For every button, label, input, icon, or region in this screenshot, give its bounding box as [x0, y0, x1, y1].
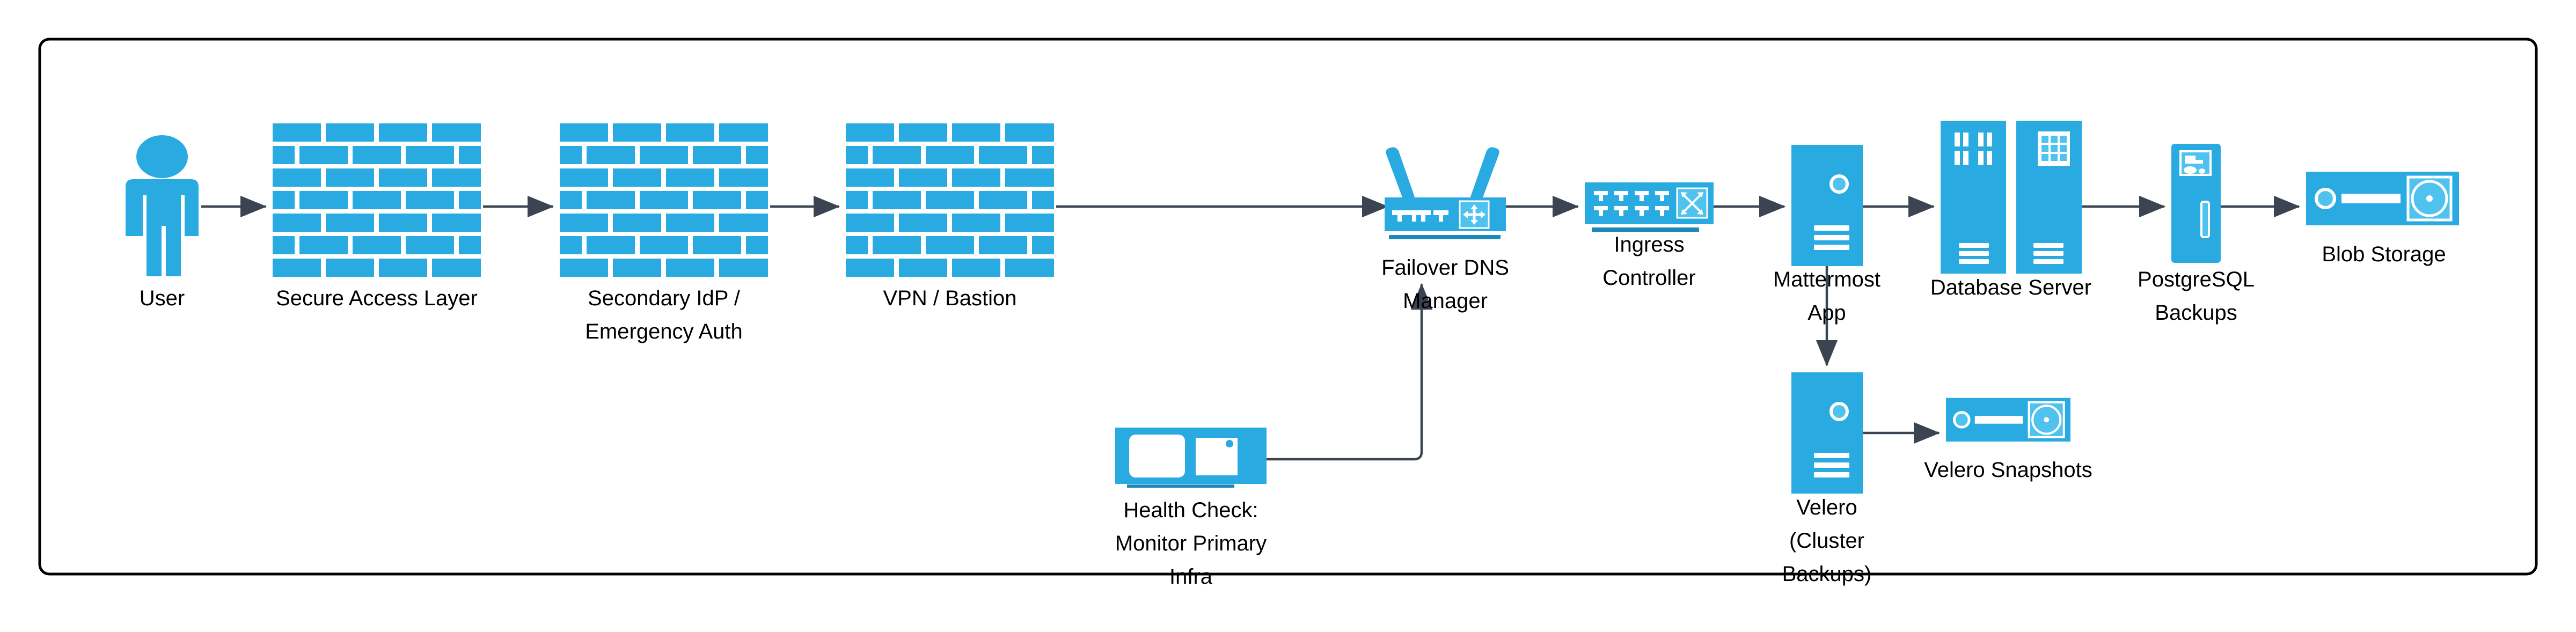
- diagram-border: [38, 38, 2538, 576]
- database-rack-icon: [1941, 121, 2082, 274]
- firewall-brick-icon-secondary-idp: [560, 123, 768, 277]
- user-actor-icon: [126, 135, 199, 276]
- disk-storage-icon-velero: [1946, 398, 2070, 442]
- server-tower-icon-mattermost: [1791, 145, 1863, 266]
- firewall-brick-icon-secure-access: [273, 123, 481, 277]
- monitor-screens-icon: [1115, 428, 1267, 488]
- pc-tower-icon: [2171, 144, 2221, 263]
- edge-health-check-to-failover-dns: [1267, 283, 1433, 461]
- server-tower-icon-velero: [1791, 372, 1863, 494]
- wireless-router-icon: [1384, 146, 1507, 240]
- network-switch-icon: [1585, 182, 1714, 233]
- disk-storage-icon-blob: [2306, 172, 2459, 225]
- firewall-brick-icon-vpn-bastion: [846, 123, 1054, 277]
